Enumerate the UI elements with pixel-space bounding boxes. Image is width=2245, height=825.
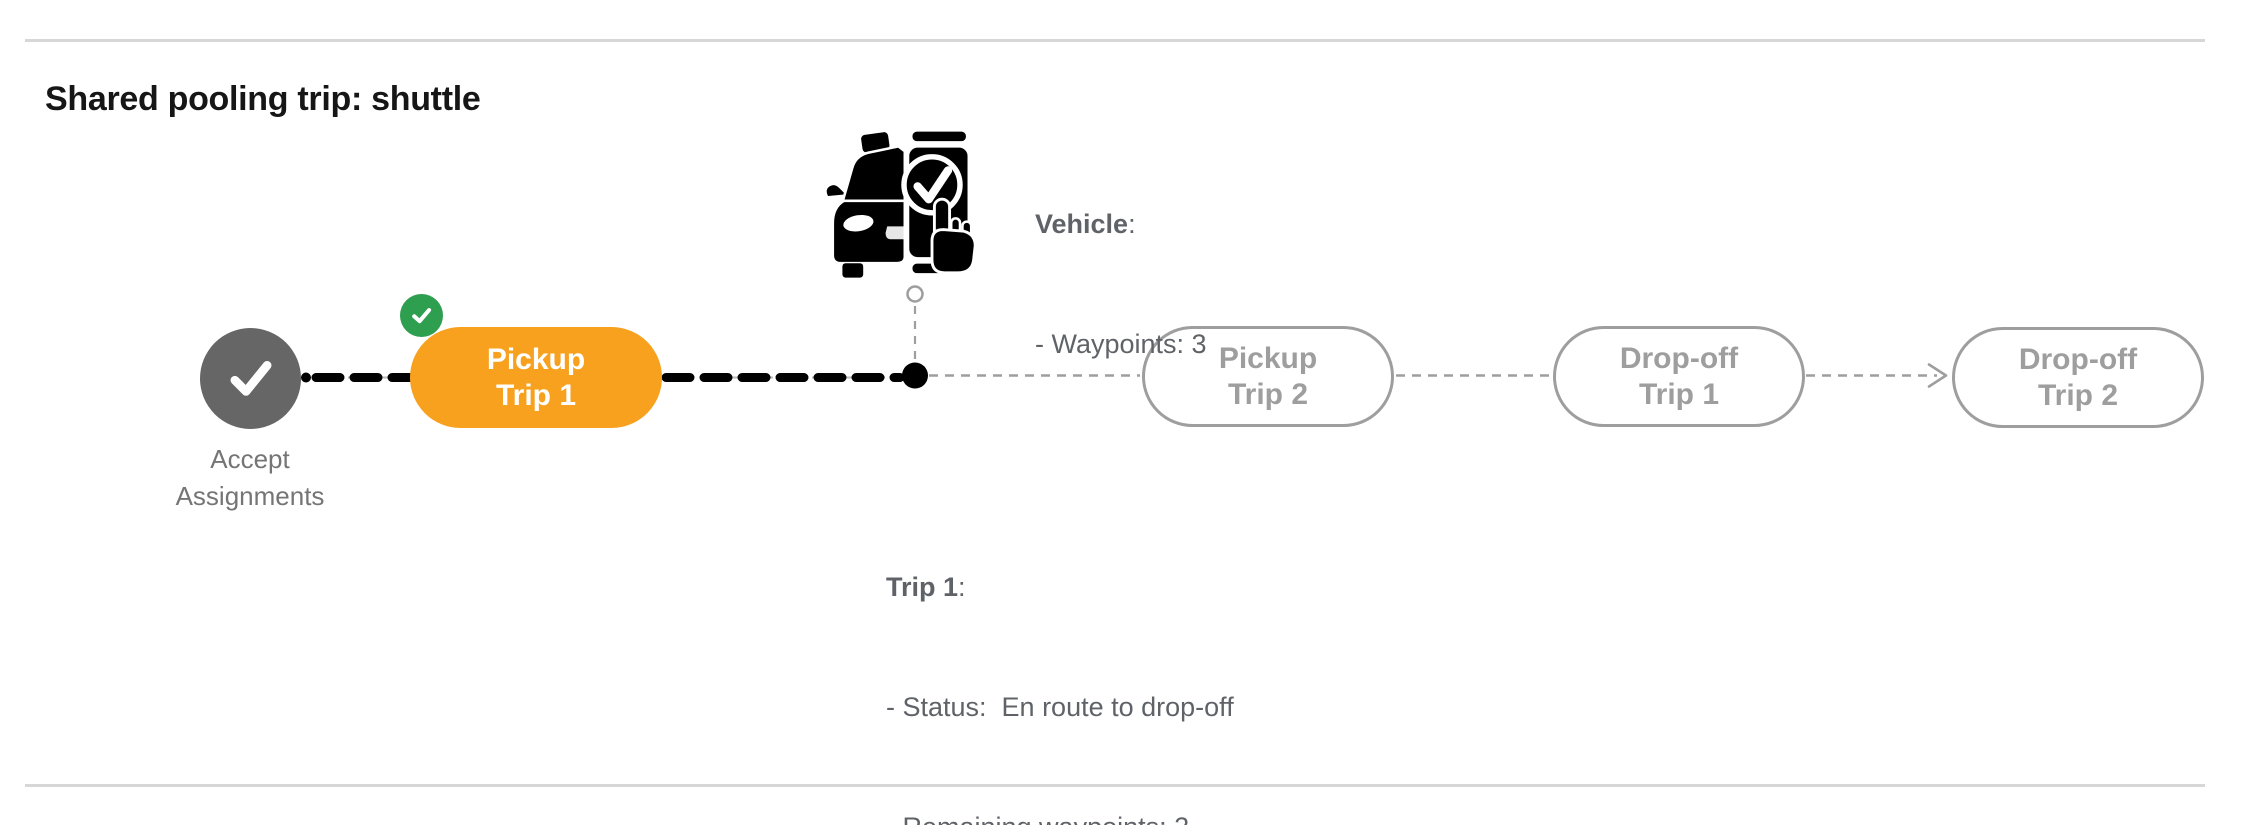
open-dot-icon: [906, 285, 924, 303]
accept-label-line2: Assignments: [175, 481, 325, 511]
vehicle-icon-svg: [826, 129, 977, 278]
progress-start-dot: [301, 372, 311, 383]
page-title: Shared pooling trip: shuttle: [45, 79, 481, 118]
pill-line1: Pickup: [1218, 341, 1318, 375]
pointing-hand-shape: [930, 197, 977, 275]
accept-label-line1: Accept: [210, 444, 290, 474]
vehicle-info-waypoints: - Waypoints: 3: [1035, 329, 1207, 359]
trip1-heading: Trip 1: [886, 572, 959, 602]
pill-line2: Trip 1: [1638, 377, 1720, 411]
trip1-waypoints: - Remaining waypoints: 2: [886, 807, 1234, 825]
check-icon: [412, 308, 432, 324]
trip-info: Trip 1: - Status: En route to drop-off -…: [886, 487, 1234, 825]
pill-pickup-trip-1: Pickup Trip 1: [410, 327, 662, 428]
phone-check-icon: [901, 154, 963, 216]
vehicle-info-heading: Vehicle: [1035, 209, 1129, 239]
pill-line1: Pickup: [486, 342, 586, 376]
bottom-divider: [25, 784, 2205, 787]
check-icon: [230, 360, 271, 396]
pill-line1: Drop-off: [2018, 342, 2138, 376]
pill-line2: Trip 2: [2037, 378, 2119, 412]
pill-pickup-trip-2: Pickup Trip 2: [1142, 326, 1394, 427]
accept-assignments-label: Accept Assignments: [115, 441, 385, 515]
car-shape: [826, 132, 907, 278]
pill-line2: Trip 1: [495, 378, 577, 412]
vehicle-phone-check-icon: [820, 124, 980, 284]
filled-dot-icon: [902, 362, 928, 389]
accept-assignments-node: [200, 328, 301, 429]
top-divider: [25, 39, 2205, 42]
trip1-colon: :: [958, 572, 966, 602]
trip1-status: - Status: En route to drop-off: [886, 692, 1234, 722]
vehicle-info: Vehicle: - Waypoints: 3: [1035, 124, 1207, 444]
pill-dropoff-trip-2: Drop-off Trip 2: [1952, 327, 2204, 428]
arrow-right-icon: [1927, 363, 1948, 388]
pill-dropoff-trip-1: Drop-off Trip 1: [1553, 326, 1805, 427]
pill-line1: Drop-off: [1619, 341, 1739, 375]
completed-badge: [400, 294, 443, 337]
vehicle-info-colon: :: [1128, 209, 1136, 239]
trip1-heading-line: Trip 1:: [886, 567, 1234, 607]
pill-line2: Trip 2: [1227, 377, 1309, 411]
vehicle-info-heading-line: Vehicle:: [1035, 204, 1207, 244]
